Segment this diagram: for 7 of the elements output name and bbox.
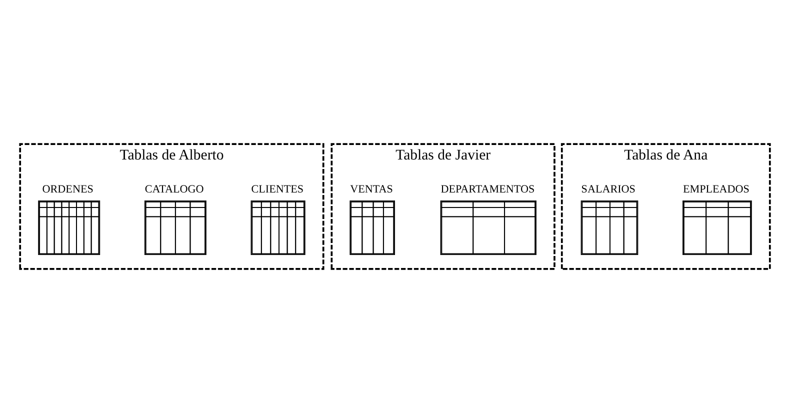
node-label: DEPARTAMENTOS (440, 183, 535, 196)
node-label: EMPLEADOS (682, 183, 750, 196)
node-label: VENTAS (350, 183, 393, 196)
node-label: ORDENES (42, 183, 94, 196)
node-label: SALARIOS (581, 183, 636, 196)
node-label: CATALOGO (144, 183, 204, 196)
node-label: CLIENTES (251, 183, 304, 196)
